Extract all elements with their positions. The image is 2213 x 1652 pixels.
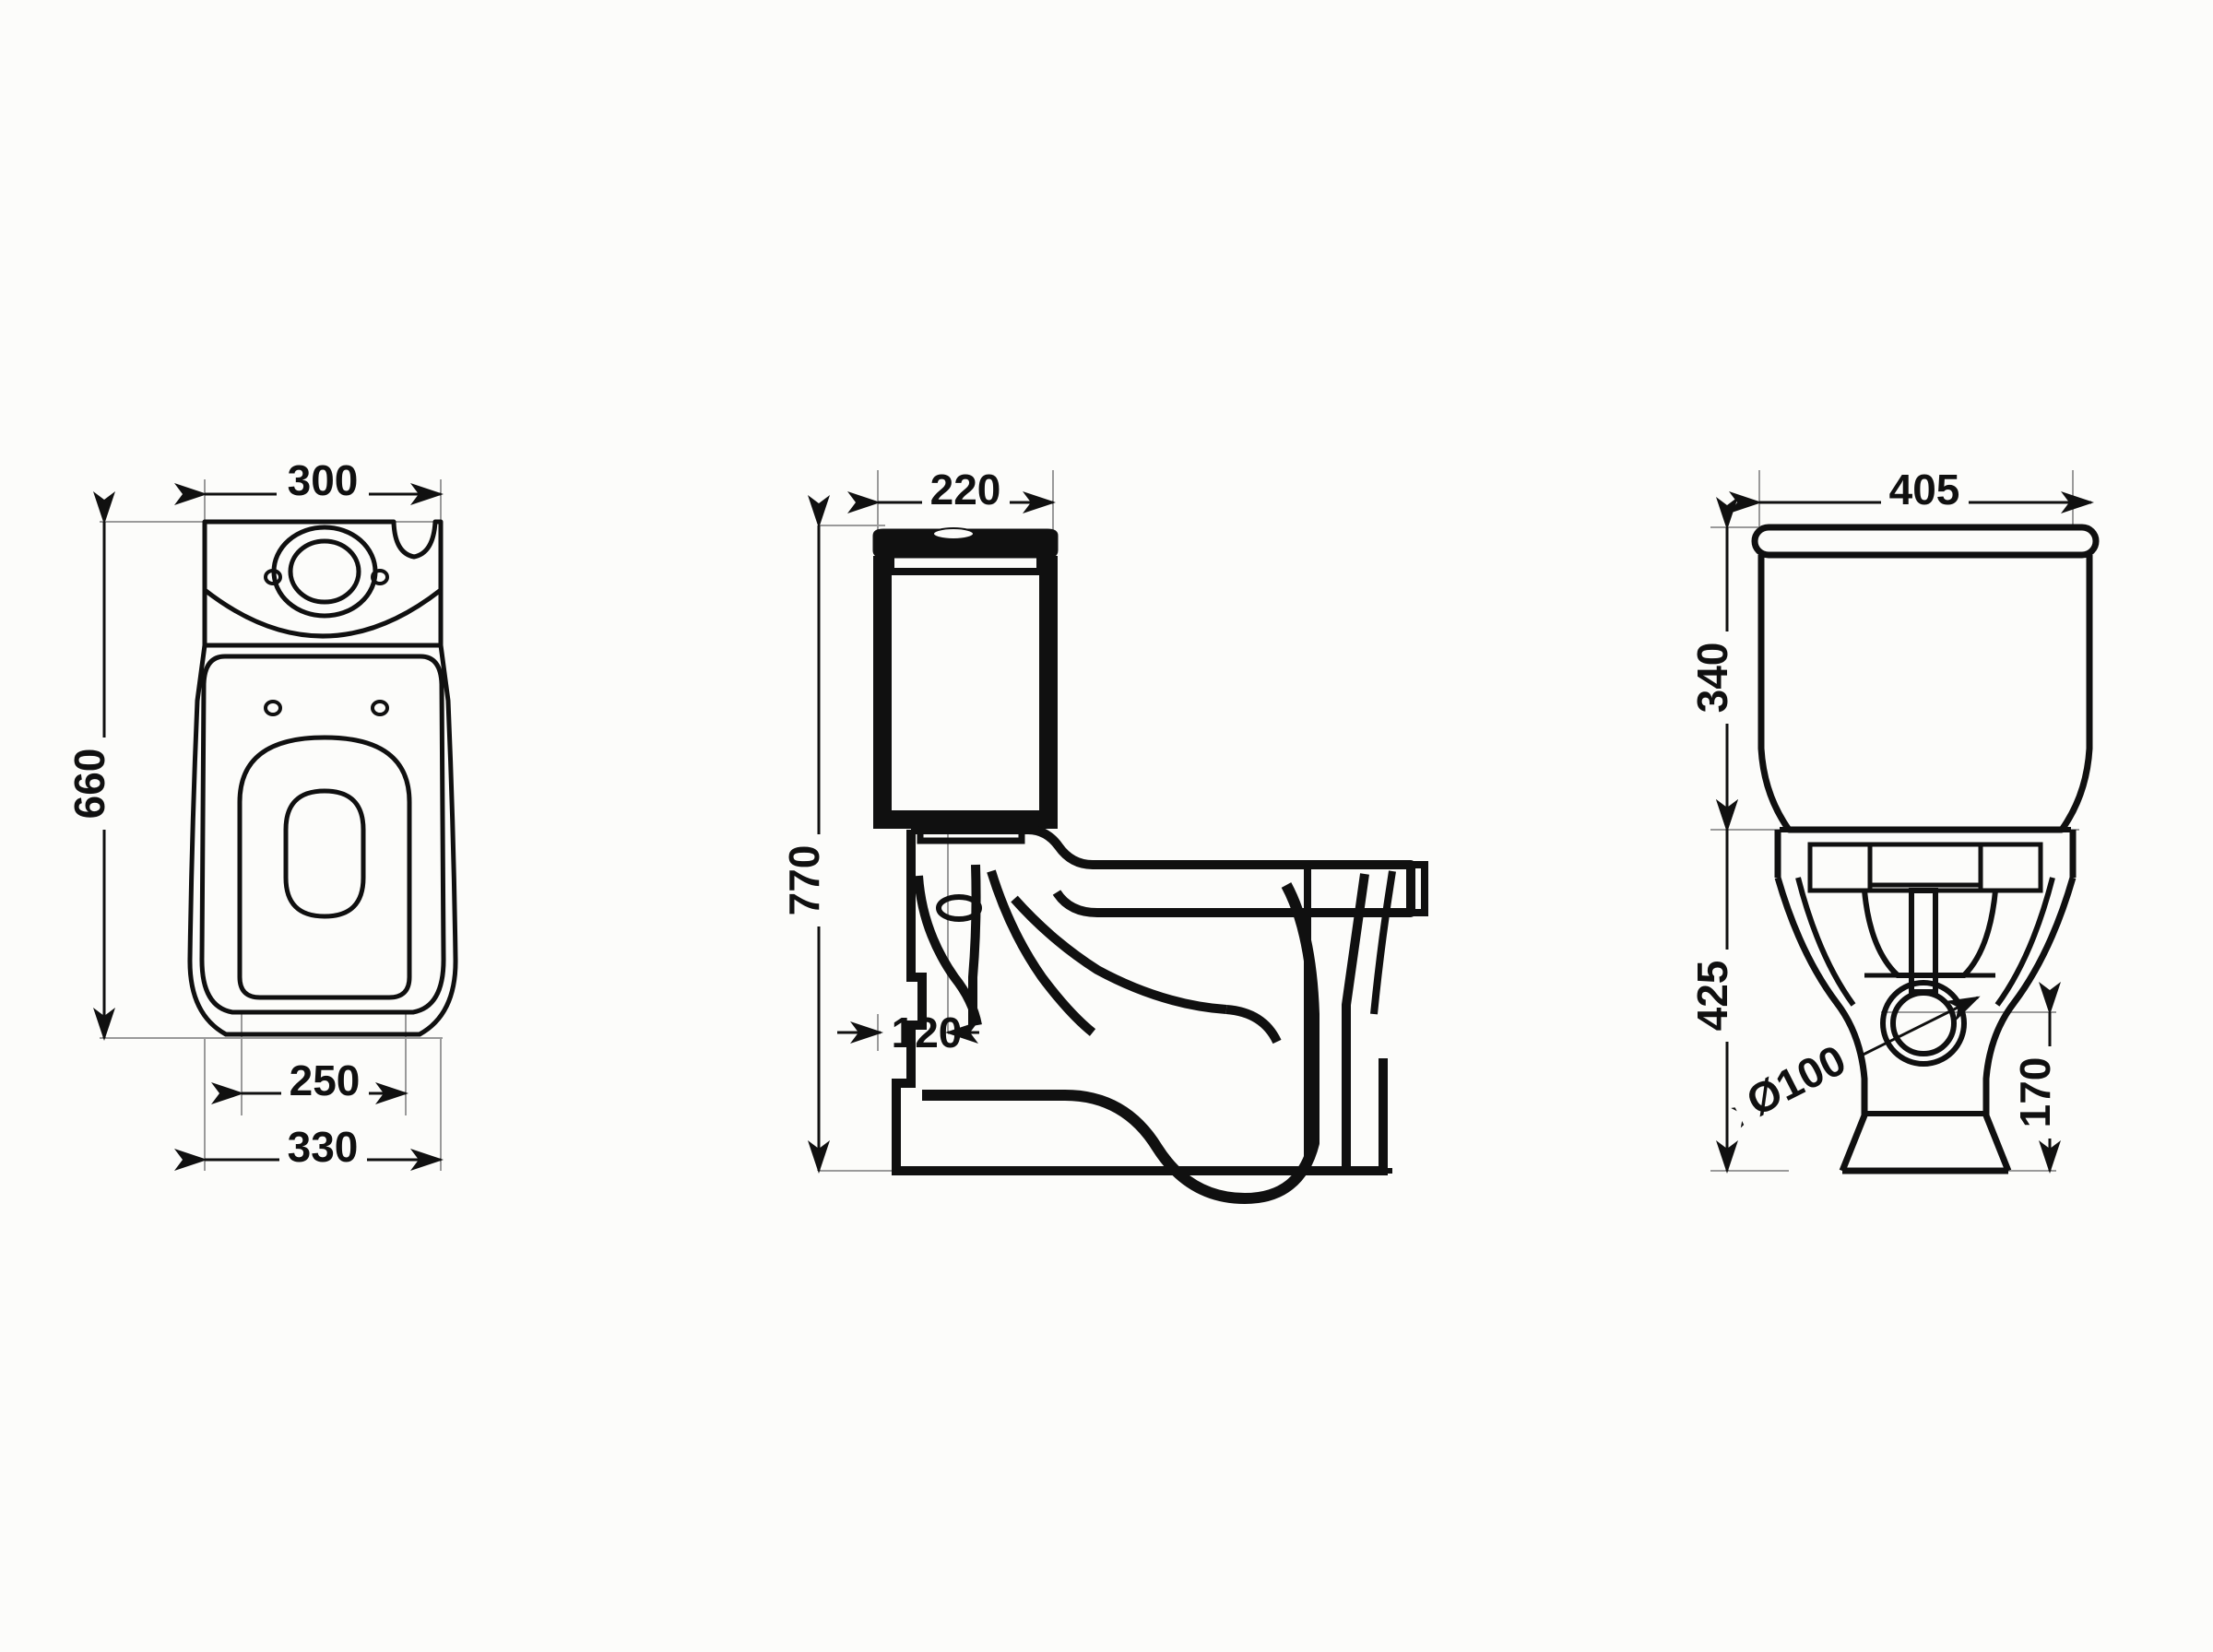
dim-405: 405 [1729,466,2094,513]
tank-fixing-hole-right [371,569,389,585]
trap-opening-plan [283,788,366,919]
bowl-skirt-right-inner [1370,870,1396,1015]
flush-button-inner-ring[interactable] [288,538,361,605]
pedestal-inner-left-front [1795,877,1856,1007]
dim-300: 300 [174,456,444,505]
bowl-rim-right-end [1411,861,1428,916]
side-view-group: 220 770 120 [780,466,1428,1204]
seat-fixing-hole-right [371,700,389,716]
pedestal-hole-side [936,894,982,922]
pedestal-outline-left-front [1774,877,1868,1173]
dim-330-text-mask [279,1128,367,1169]
dim-770-text-mask [796,834,842,926]
pedestal-fillet-inner [968,864,981,1025]
dim-170-label: 170 [2011,1057,2059,1128]
dim-220: 220 [847,466,1056,513]
dim-660-text-mask [81,738,127,830]
dim-340-text-mask [1704,631,1750,724]
seat-fixing-hole-left [264,700,282,716]
bowl-cavity-floor [1011,895,1227,1014]
dim-250: 250 [211,1056,408,1104]
dim-170: 170 [2011,982,2073,1174]
cistern-lid-lip [887,557,1044,575]
dim-660-label: 660 [65,749,113,820]
dim-425: 425 [1688,799,1750,1174]
dim-425-label: 425 [1688,961,1736,1032]
bowl-cavity-left-wall [987,869,1096,1036]
outlet-circle-inner-front [1890,990,1957,1056]
dim-300-label: 300 [288,456,359,504]
dim-170-text-mask [2027,1046,2073,1139]
dim-330: 330 [174,1123,444,1171]
dim-340: 340 [1688,497,1750,832]
dim-340-label: 340 [1688,643,1736,714]
bowl-rim-side [911,825,1415,917]
bowl-cavity-right-step [1225,1005,1282,1044]
dim-d100-text-mask [1728,1032,1877,1144]
bowl-plan-outline [187,643,458,1037]
dim-250-label: 250 [290,1056,361,1104]
front-view-group: 405 340 425 170 [1688,466,2100,1174]
tank-fixing-hole-left [264,569,282,585]
bowl-rim-plan [199,654,446,1015]
top-view-group: 300 660 250 330 [65,456,458,1171]
dim-220-label: 220 [930,466,1001,513]
dim-300-text-mask [277,461,369,502]
dim-405-label: 405 [1889,466,1960,513]
dim-660: 660 [65,491,127,1041]
cistern-lid-front [1751,524,2100,559]
bowl-aperture-plan [237,735,412,1000]
dim-770-label: 770 [780,845,828,916]
bowl-skirt-right [1342,873,1369,1171]
dim-330-label: 330 [288,1123,359,1171]
tank-plan-outline [202,519,444,648]
dim-220-text-mask [922,471,1010,512]
dim-770: 770 [780,495,842,1174]
pedestal-inner-right-front [1994,877,2055,1007]
flush-button-side[interactable] [932,527,975,540]
outlet-circle-outer-front [1880,980,1967,1067]
tank-plan-inner-curve [203,588,443,639]
bowl-shoulder-sides-front [1774,830,2077,878]
pedestal-outline-right-front [1982,877,2077,1173]
dim-405-text-mask [1881,471,1969,512]
dim-250-text-mask [281,1062,369,1103]
